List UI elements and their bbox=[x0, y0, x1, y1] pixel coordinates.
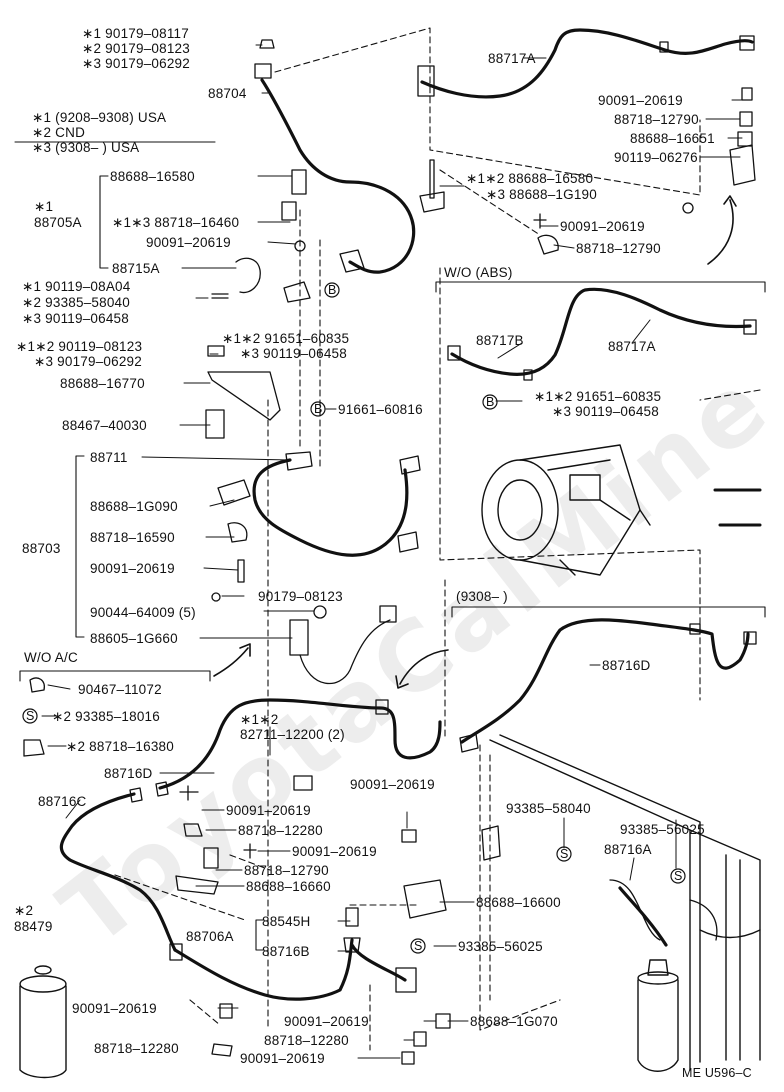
part-label: 88718–12790 bbox=[244, 863, 329, 878]
part-label: 88717A bbox=[488, 51, 536, 66]
part-label: 90091–20619 bbox=[226, 803, 311, 818]
part-label: ∗3 90119–06458 bbox=[240, 346, 347, 361]
part-label: ∗2 bbox=[14, 903, 34, 918]
part-label: 90119–06276 bbox=[614, 150, 698, 165]
compressor bbox=[481, 444, 762, 576]
part-label: 90091–20619 bbox=[598, 93, 683, 108]
part-label: ∗1∗2 88688–16580 bbox=[466, 171, 594, 186]
part-label: 88716D bbox=[104, 766, 153, 781]
part-label: ∗3 88688–1G190 bbox=[486, 187, 597, 202]
part-label: ∗1∗3 88718–16460 bbox=[112, 215, 240, 230]
part-label: ∗2 93385–58040 bbox=[22, 295, 130, 310]
part-label: 88717B bbox=[476, 333, 524, 348]
legend-line-1: ∗1 (9208–9308) USA bbox=[32, 110, 167, 125]
part-label: 90091–20619 bbox=[240, 1051, 325, 1066]
part-label: 90091–20619 bbox=[350, 777, 435, 792]
part-label: 82711–12200 (2) bbox=[240, 727, 345, 742]
part-label: 88706A bbox=[186, 929, 234, 944]
part-label: 88688–16600 bbox=[476, 895, 561, 910]
part-label: ∗3 90119–06458 bbox=[552, 404, 659, 419]
part-label: ∗1∗2 90119–08123 bbox=[16, 339, 143, 354]
part-label: ∗2 90179–08123 bbox=[82, 41, 190, 56]
part-label: 88718–12790 bbox=[576, 241, 661, 256]
part-label: 88467–40030 bbox=[62, 418, 147, 433]
part-label: 88718–12790 bbox=[614, 112, 699, 127]
part-label: 88717A bbox=[608, 339, 656, 354]
part-label: ∗1 90179–08117 bbox=[82, 26, 189, 41]
part-label: ∗1∗2 91651–60835 bbox=[222, 331, 350, 346]
part-label: 88688–16651 bbox=[630, 131, 715, 146]
part-label: 90091–20619 bbox=[560, 219, 645, 234]
part-label: 88716A bbox=[604, 842, 652, 857]
callout-s-symbol: S bbox=[414, 939, 423, 953]
part-label: 88704 bbox=[208, 86, 247, 101]
part-label: ∗2 93385–18016 bbox=[52, 709, 160, 724]
part-label: 88688–16660 bbox=[246, 879, 331, 894]
part-label: 88716C bbox=[38, 794, 87, 809]
part-label: 88716B bbox=[262, 944, 310, 959]
part-label: 90091–20619 bbox=[146, 235, 231, 250]
part-label: 88718–12280 bbox=[238, 823, 323, 838]
part-label: 93385–56025 bbox=[620, 822, 705, 837]
part-label: 88688–16580 bbox=[110, 169, 195, 184]
part-label: 88718–12280 bbox=[264, 1033, 349, 1048]
part-label: 88479 bbox=[14, 919, 53, 934]
part-label: 91661–60816 bbox=[338, 402, 423, 417]
part-label: 90179–08123 bbox=[258, 589, 343, 604]
part-label: 88688–16770 bbox=[60, 376, 145, 391]
part-label: ∗3 90179–06292 bbox=[34, 354, 142, 369]
pipe-lines bbox=[59, 28, 754, 1001]
part-label: 88703 bbox=[22, 541, 61, 556]
part-label: ∗1 90119–08A04 bbox=[22, 279, 131, 294]
accumulator-can bbox=[19, 965, 67, 1079]
receiver-dryer bbox=[637, 959, 679, 1072]
part-label: 93385–58040 bbox=[506, 801, 591, 816]
part-label: 93385–56025 bbox=[458, 939, 543, 954]
group-brackets bbox=[75, 175, 265, 951]
section-brackets bbox=[14, 141, 766, 682]
leader-lines bbox=[41, 44, 749, 1059]
section-label-wo-ac: W/O A/C bbox=[24, 650, 78, 665]
part-label: 88718–12280 bbox=[94, 1041, 179, 1056]
callout-b-symbol: B bbox=[328, 283, 337, 297]
callout-s-symbol: S bbox=[26, 709, 35, 723]
part-label: 88705A bbox=[34, 215, 82, 230]
direction-arrows bbox=[213, 195, 737, 689]
part-label: ∗1 bbox=[34, 199, 54, 214]
part-label: 90091–20619 bbox=[284, 1014, 369, 1029]
part-label: 90091–20619 bbox=[90, 561, 175, 576]
part-label: ∗1∗2 bbox=[240, 712, 279, 727]
part-label: 88545H bbox=[262, 914, 311, 929]
callout-s-symbol: S bbox=[560, 847, 569, 861]
part-label: ∗3 90179–06292 bbox=[82, 56, 190, 71]
dashed-section-lines bbox=[114, 27, 761, 1051]
hardware-parts bbox=[23, 35, 757, 1065]
callout-s-symbol: S bbox=[674, 869, 683, 883]
part-label: 88716D bbox=[602, 658, 651, 673]
part-label: ∗3 90119–06458 bbox=[22, 311, 129, 326]
part-label: 88688–1G070 bbox=[470, 1014, 558, 1029]
part-label: 90091–20619 bbox=[292, 844, 377, 859]
figure-code: ME U596–C bbox=[682, 1066, 752, 1080]
part-label: ∗2 88718–16380 bbox=[66, 739, 174, 754]
part-label: 88688–1G090 bbox=[90, 499, 178, 514]
part-label: 88711 bbox=[90, 450, 128, 465]
part-label: 88605–1G660 bbox=[90, 631, 178, 646]
legend-line-3: ∗3 (9308– ) USA bbox=[32, 140, 140, 155]
section-label-9308: (9308– ) bbox=[456, 589, 508, 604]
condenser bbox=[489, 734, 761, 1071]
legend-line-2: ∗2 CND bbox=[32, 125, 86, 140]
callout-b-symbol: B bbox=[314, 402, 323, 416]
part-label: 90044–64009 (5) bbox=[90, 605, 196, 620]
part-label: ∗1∗2 91651–60835 bbox=[534, 389, 662, 404]
part-label: 88718–16590 bbox=[90, 530, 175, 545]
callout-rings bbox=[22, 282, 686, 954]
part-label: 88715A bbox=[112, 261, 160, 276]
part-label: 90467–11072 bbox=[78, 682, 162, 697]
callout-b-symbol: B bbox=[486, 395, 495, 409]
part-label: 90091–20619 bbox=[72, 1001, 157, 1016]
section-label-wo-abs: W/O (ABS) bbox=[444, 265, 513, 280]
